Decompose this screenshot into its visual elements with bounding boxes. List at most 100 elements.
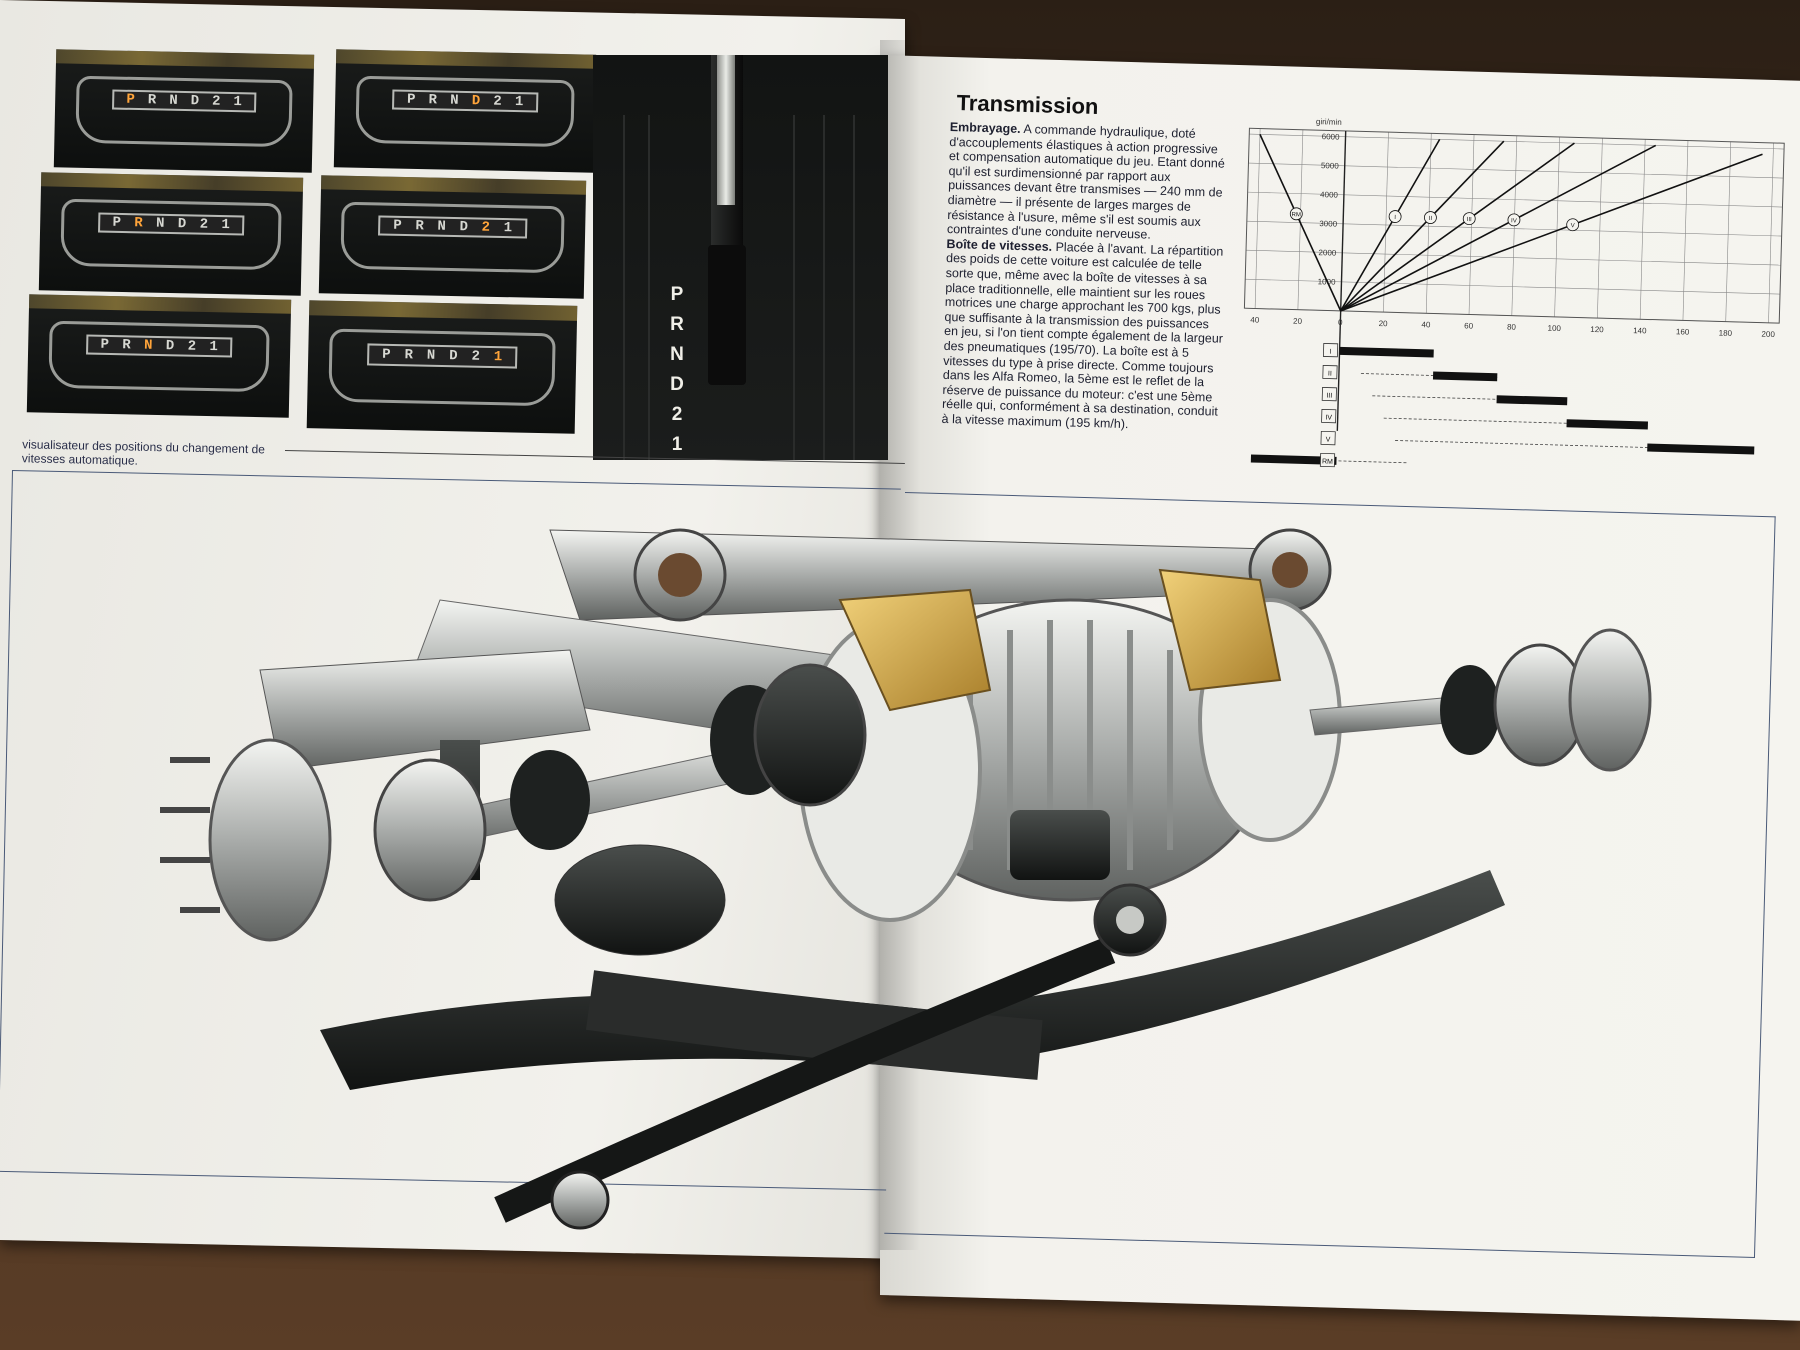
gear-indicator-letter: 2 xyxy=(471,348,481,365)
gear-indicator-letter: D xyxy=(177,216,187,233)
gear-indicator-letter: R xyxy=(134,215,143,232)
lever-letter: R xyxy=(670,314,684,335)
lever-letter: D xyxy=(670,374,684,395)
series-label: I xyxy=(1394,215,1396,221)
gear-indicator-letter: 1 xyxy=(233,93,243,111)
gear-range-bar xyxy=(1496,395,1568,406)
series-marker xyxy=(1566,218,1580,232)
gear-indicator-letter: 2 xyxy=(199,216,209,233)
gear-indicator-letter: 2 xyxy=(481,219,491,236)
wheel-hub-left xyxy=(208,738,332,942)
gear-indicator-letter: 2 xyxy=(493,93,502,110)
y-tick-label: 6000 xyxy=(1322,132,1341,142)
x-tick-label: 40 xyxy=(1421,320,1431,329)
gear-indicator-letter: P xyxy=(100,336,110,353)
gear-indicator-letter: D xyxy=(190,93,200,110)
gear-indicator-letter: 1 xyxy=(514,93,524,111)
x-tick-label: 180 xyxy=(1719,328,1733,337)
x-tick-label: 100 xyxy=(1547,324,1561,333)
series-label: V xyxy=(1571,223,1575,229)
series-marker xyxy=(1424,211,1437,224)
gear-indicator-letter: 2 xyxy=(187,338,197,355)
zero-axis xyxy=(1336,130,1347,431)
series-line xyxy=(1340,140,1505,312)
brake-caliper-right xyxy=(1158,568,1282,692)
brake-caliper-left xyxy=(838,588,992,712)
gear-indicator-letter: 1 xyxy=(503,220,513,237)
grid-line xyxy=(1768,142,1774,323)
y-axis-label: giri/min xyxy=(1316,117,1342,127)
gear-speed-chart: 600050004000300020001000giri/min40200204… xyxy=(1243,117,1785,468)
gear-lever-knob xyxy=(708,245,746,385)
cv-joint-left xyxy=(373,758,487,902)
paragraph-text: Placée à l'avant. La répartition des poi… xyxy=(941,239,1224,431)
gear-indicator-letter: P xyxy=(126,91,136,108)
y-tick-label: 4000 xyxy=(1320,190,1339,200)
grid-line xyxy=(1383,132,1389,313)
x-tick-label: 160 xyxy=(1676,327,1690,336)
gear-label-box xyxy=(1322,343,1339,358)
gear-guide-line xyxy=(1360,373,1498,378)
grid-line xyxy=(1254,128,1261,309)
series-marker xyxy=(1289,207,1303,221)
paragraph-heading: Embrayage. xyxy=(949,120,1021,136)
gear-indicator-letter: N xyxy=(426,347,436,364)
gear-indicator-letter: R xyxy=(415,218,424,235)
gear-range-label: III xyxy=(1326,393,1332,400)
x-tick-label: 20 xyxy=(1379,319,1389,328)
gear-indicator-letter: N xyxy=(143,337,153,354)
x-tick-label: 60 xyxy=(1464,321,1474,330)
series-marker xyxy=(1462,212,1476,226)
series-label: RM xyxy=(1291,212,1301,218)
grid-line xyxy=(1639,139,1646,320)
gear-indicator-letter: D xyxy=(471,93,481,110)
grid-line xyxy=(1725,141,1732,322)
body-text: Embrayage. A commande hydraulique, doté … xyxy=(941,120,1229,434)
gear-range-label: II xyxy=(1328,371,1332,378)
gear-indicator-letter: R xyxy=(428,92,438,109)
gear-range-label: V xyxy=(1326,437,1331,444)
paragraph-text: A commande hydraulique, doté d'accouplem… xyxy=(946,121,1225,242)
gear-range-bar xyxy=(1566,419,1649,430)
lever-letter: P xyxy=(670,284,684,305)
gear-indicator-letter: P xyxy=(112,214,122,231)
series-marker xyxy=(1507,213,1521,227)
x-tick-label: 20 xyxy=(1293,317,1303,326)
wheel-hub-right xyxy=(1568,628,1652,772)
gear-guide-line xyxy=(1336,460,1407,464)
gear-indicator-letter: D xyxy=(449,348,458,365)
crossmember xyxy=(259,649,591,771)
series-line xyxy=(1339,138,1441,312)
paragraph: Embrayage. A commande hydraulique, doté … xyxy=(947,120,1230,245)
gear-label-box xyxy=(1322,365,1338,380)
x-tick-label: 40 xyxy=(1250,315,1260,324)
gear-indicator-letter: R xyxy=(147,92,157,109)
spring-seat xyxy=(554,844,726,956)
gear-indicator-letter: D xyxy=(459,219,469,236)
series-line xyxy=(1259,134,1342,312)
gear-indicator-letter: 1 xyxy=(221,217,230,234)
gear-range-bar xyxy=(1250,454,1337,465)
series-label: III xyxy=(1467,217,1472,223)
series-line xyxy=(1340,153,1763,312)
plot-frame xyxy=(1243,127,1785,324)
gear-range-bar xyxy=(1647,443,1755,455)
gear-indicator-letter: R xyxy=(404,347,414,364)
gear-indicator-letter: N xyxy=(155,215,165,232)
series-line xyxy=(1340,142,1575,312)
gear-indicator-letter: 1 xyxy=(493,349,503,366)
gear-indicator-letter: P xyxy=(406,91,416,108)
x-tick-label: 80 xyxy=(1507,323,1517,332)
gear-indicator-letter: D xyxy=(165,338,175,355)
gear-label-box xyxy=(1320,430,1336,446)
gear-lever-stick xyxy=(717,55,735,205)
grid-line xyxy=(1297,129,1304,310)
